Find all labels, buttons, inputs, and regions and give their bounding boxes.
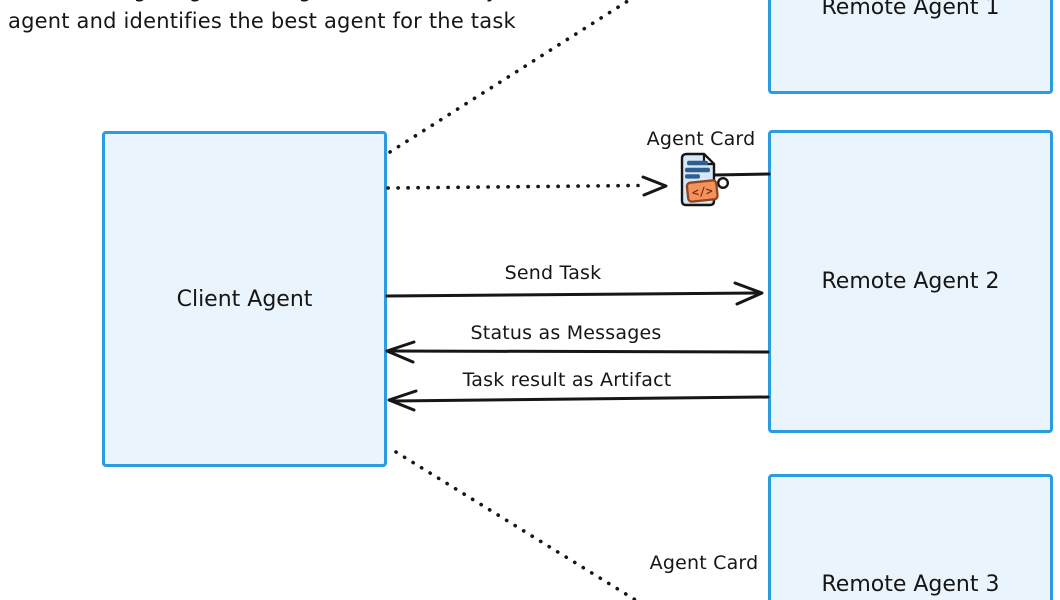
code-tag: </> [685, 179, 719, 203]
dotted-line-client-to-agent-card [386, 183, 640, 190]
agent-card-icon: </> [680, 152, 730, 207]
caption: The client agent gets the Agent Card of … [8, 0, 582, 37]
agent-card-top-label: Agent Card [646, 128, 756, 150]
node-remote-agent-1-label: Remote Agent 1 [821, 0, 1000, 20]
node-client-agent-label: Client Agent [176, 286, 313, 312]
document-text-bar [687, 160, 708, 166]
arrowhead-task-result [387, 389, 418, 412]
arrowhead-status [385, 340, 416, 364]
arrowhead-agent-card [641, 175, 668, 197]
node-remote-agent-3: Remote Agent 3 [768, 474, 1053, 600]
task-result-label: Task result as Artifact [462, 369, 672, 391]
status-as-messages-label: Status as Messages [470, 322, 662, 344]
node-remote-agent-2-label: Remote Agent 2 [821, 269, 1000, 294]
send-task-label: Send Task [504, 262, 602, 284]
task-result-line [390, 395, 770, 403]
document-text-bar [685, 167, 710, 173]
document-text-bar [685, 174, 700, 179]
code-tag-body [685, 179, 719, 203]
node-remote-agent-2: Remote Agent 2 [768, 130, 1053, 433]
status-as-messages-line [388, 349, 770, 354]
caption-line-1: The client agent gets the Agent Card of … [8, 0, 582, 6]
tag-ring [717, 177, 730, 190]
code-tag-glyph: </> [691, 183, 713, 199]
node-client-agent: Client Agent [102, 131, 387, 467]
send-task-line [385, 291, 760, 298]
node-remote-agent-3-label: Remote Agent 3 [821, 571, 1000, 597]
dotted-line-client-to-remote-3 [394, 450, 639, 600]
caption-line-2: agent and identifies the best agent for … [8, 9, 516, 33]
arrowhead-send-task [733, 281, 764, 306]
node-remote-agent-1: Remote Agent 1 [768, 0, 1053, 94]
agent-card-bottom-label: Agent Card [649, 552, 759, 574]
